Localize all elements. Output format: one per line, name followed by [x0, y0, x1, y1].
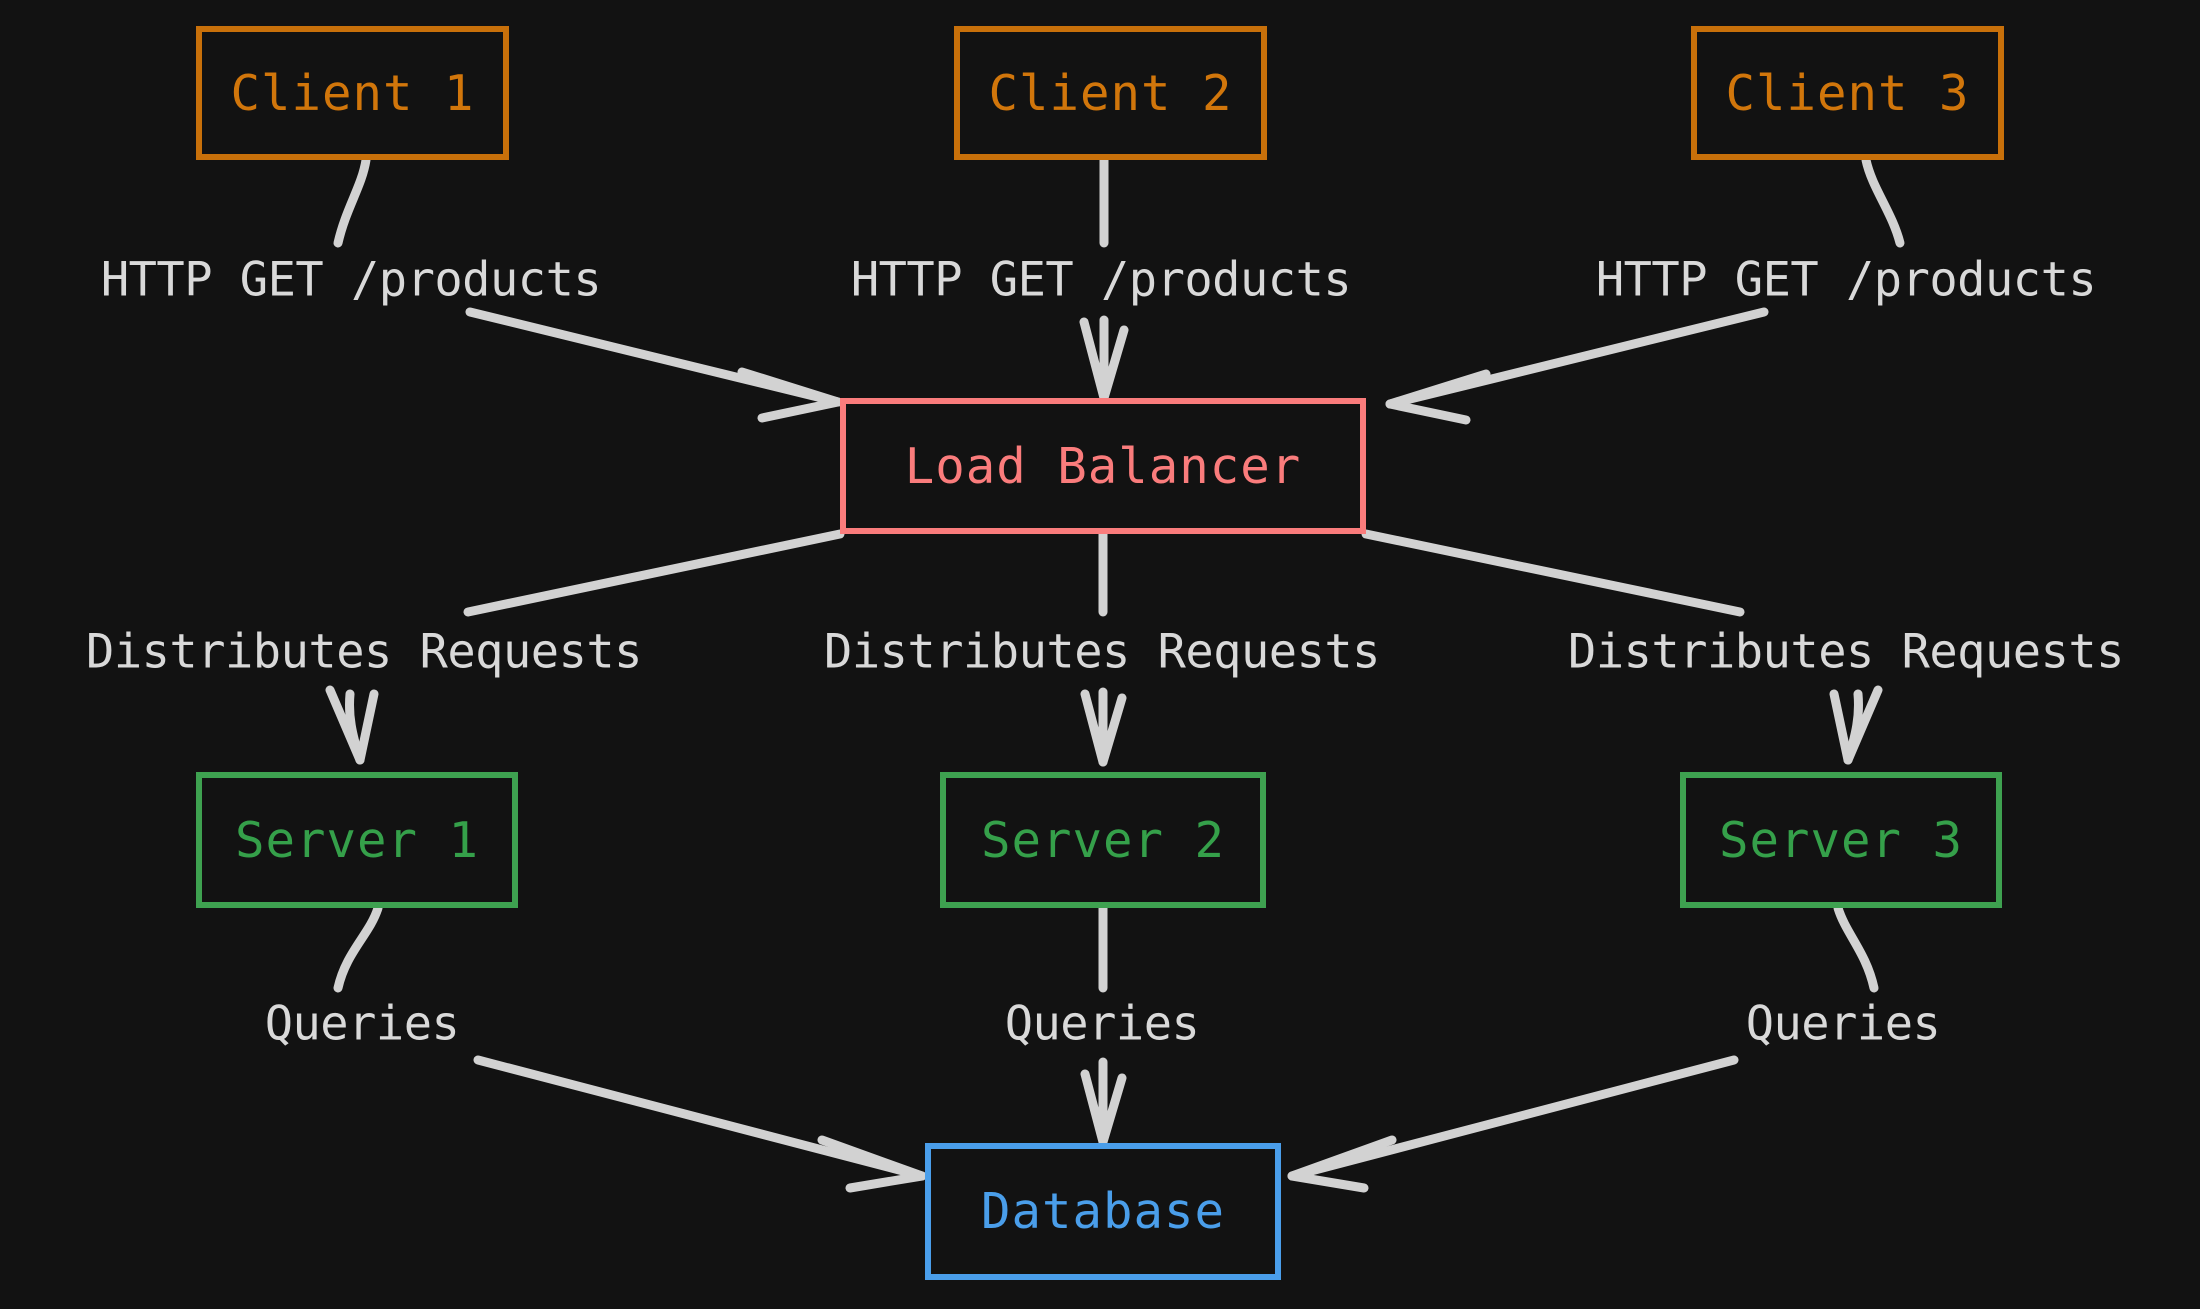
edge-server1-to-database-stub: [333, 903, 383, 993]
node-server-3[interactable]: Server 3: [1680, 772, 2002, 908]
edge-server1-to-database-arrowhead: [817, 1135, 927, 1193]
node-server-3-label: Server 3: [1718, 811, 1963, 869]
edge-label-client3-http-get: HTTP GET /products: [1595, 252, 2097, 308]
node-server-1[interactable]: Server 1: [196, 772, 518, 908]
node-database[interactable]: Database: [925, 1143, 1281, 1280]
node-client-2[interactable]: Client 2: [954, 26, 1267, 160]
edge-client2-to-loadbalancer-arrowhead: [1079, 317, 1129, 403]
edge-client1-to-loadbalancer-stub: [333, 155, 371, 248]
edge-label-client1-http-get: HTTP GET /products: [100, 252, 602, 308]
node-client-3[interactable]: Client 3: [1691, 26, 2004, 160]
edge-server2-to-database-arrowhead: [1080, 1069, 1127, 1147]
edge-loadbalancer-to-server3-arrowhead: [1829, 685, 1883, 765]
edge-client3-to-loadbalancer-arrowhead: [1385, 369, 1491, 425]
edge-label-loadbalancer-server3-distributes: Distributes Requests: [1568, 624, 2124, 680]
edge-server3-to-database-line: [1287, 1055, 1739, 1181]
node-client-3-label: Client 3: [1725, 64, 1970, 122]
edge-loadbalancer-to-server1-arrowhead: [325, 685, 379, 765]
edge-loadbalancer-to-server1-stub: [463, 529, 845, 617]
node-load-balancer[interactable]: Load Balancer: [840, 398, 1366, 534]
node-client-1-label: Client 1: [230, 64, 475, 122]
edge-label-loadbalancer-server1-distributes: Distributes Requests: [86, 624, 642, 680]
edge-label-client2-http-get: HTTP GET /products: [850, 252, 1352, 308]
edge-label-loadbalancer-server2-distributes: Distributes Requests: [824, 624, 1380, 680]
node-server-1-label: Server 1: [234, 811, 479, 869]
edge-server1-to-database-line: [473, 1055, 927, 1181]
edge-server3-to-database-stub: [1833, 903, 1879, 993]
node-client-2-label: Client 2: [988, 64, 1233, 122]
node-load-balancer-label: Load Balancer: [904, 437, 1302, 495]
edge-loadbalancer-to-server2-arrowhead: [1080, 689, 1127, 767]
node-server-2-label: Server 2: [980, 811, 1225, 869]
edge-client3-to-loadbalancer-stub: [1861, 155, 1905, 248]
edge-label-server3-queries: Queries: [1745, 996, 1941, 1052]
node-client-1[interactable]: Client 1: [196, 26, 509, 160]
edge-server3-to-database-arrowhead: [1287, 1135, 1397, 1193]
edge-loadbalancer-to-server3-stub: [1361, 529, 1745, 617]
edge-label-server2-queries: Queries: [1004, 996, 1200, 1052]
node-server-2[interactable]: Server 2: [940, 772, 1266, 908]
edge-label-server1-queries: Queries: [264, 996, 460, 1052]
node-database-label: Database: [980, 1183, 1225, 1240]
edge-client1-to-loadbalancer-arrowhead: [737, 367, 843, 423]
